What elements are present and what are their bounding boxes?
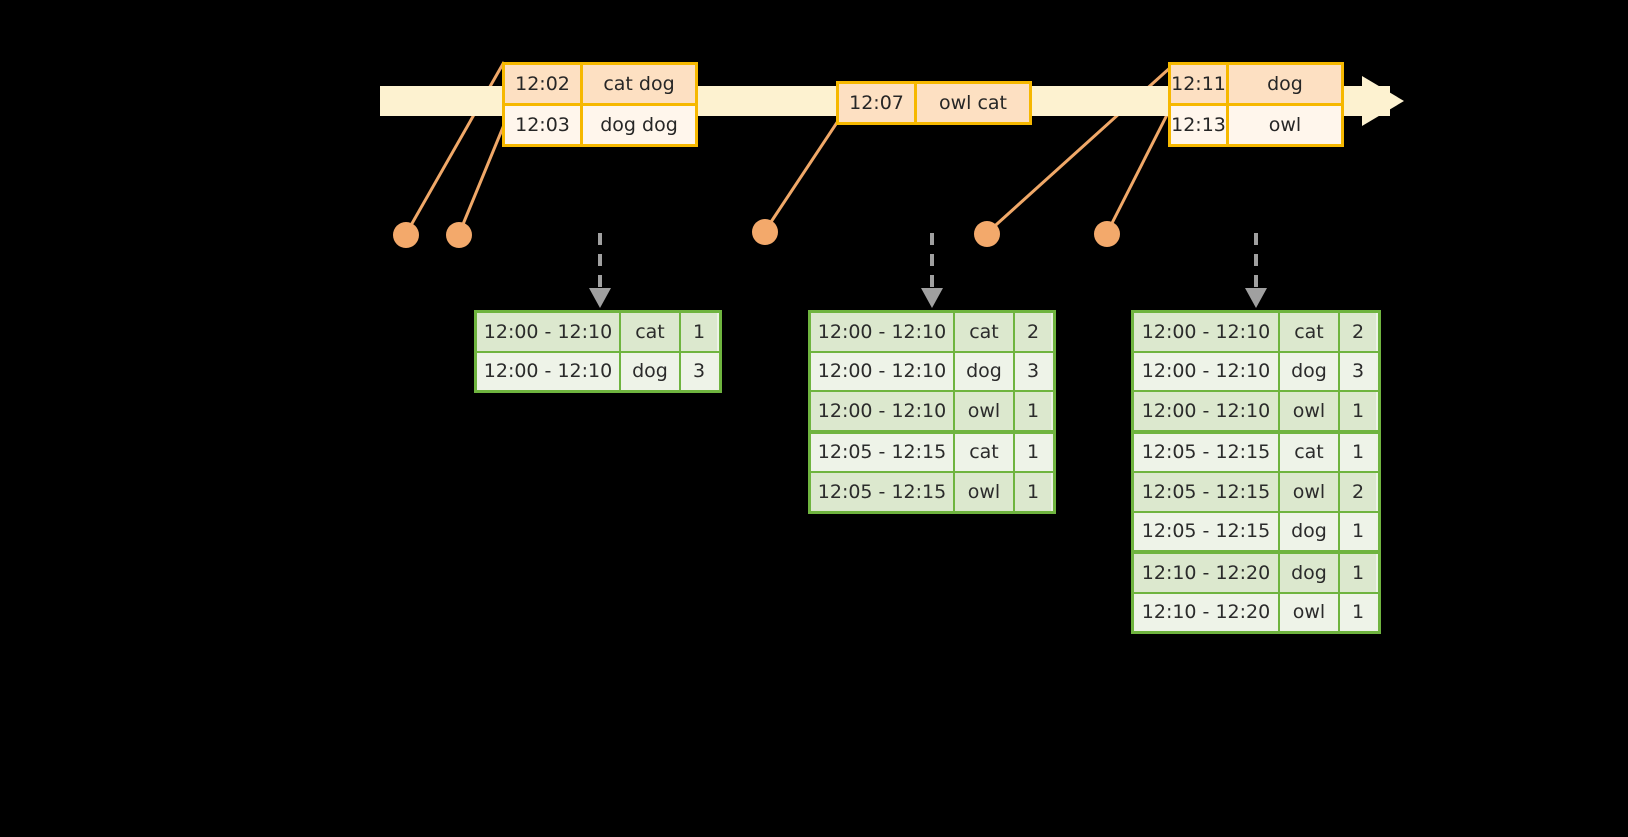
count-cell: 1 xyxy=(681,313,717,351)
count-cell: 1 xyxy=(1340,593,1376,631)
window-cell: 12:10 - 12:20 xyxy=(1134,554,1280,592)
key-cell: dog xyxy=(621,352,681,390)
window-cell: 12:00 - 12:10 xyxy=(1134,313,1280,351)
down-arrow-2 xyxy=(921,233,943,308)
down-arrow-1 xyxy=(589,233,611,308)
key-cell: cat xyxy=(955,313,1015,351)
key-cell: cat xyxy=(1280,313,1340,351)
window-cell: 12:00 - 12:10 xyxy=(811,352,955,390)
window-cell: 12:05 - 12:15 xyxy=(1134,512,1280,550)
event-payload: dog xyxy=(1229,65,1341,103)
timeline-arrowhead-icon xyxy=(1362,76,1404,126)
event-row[interactable]: 12:11 dog xyxy=(1171,65,1341,103)
window-cell: 12:05 - 12:15 xyxy=(1134,473,1280,511)
window-cell: 12:00 - 12:10 xyxy=(811,392,955,430)
connector-line-2 xyxy=(457,119,508,235)
event-time: 12:13 xyxy=(1171,106,1229,144)
event-row[interactable]: 12:13 owl xyxy=(1171,103,1341,144)
count-cell: 1 xyxy=(1015,392,1051,430)
window-cell: 12:05 - 12:15 xyxy=(811,433,955,471)
key-cell: owl xyxy=(1280,392,1340,430)
window-cell: 12:05 - 12:15 xyxy=(811,473,955,511)
count-cell: 3 xyxy=(1015,352,1051,390)
event-payload: dog dog xyxy=(583,106,695,144)
event-box-group-1[interactable]: 12:02 cat dog 12:03 dog dog xyxy=(502,62,698,147)
window-cell: 12:00 - 12:10 xyxy=(1134,392,1280,430)
event-dot-5 xyxy=(1094,221,1120,247)
count-cell: 1 xyxy=(1340,554,1376,592)
key-cell: owl xyxy=(955,473,1015,511)
key-cell: owl xyxy=(955,392,1015,430)
key-cell: owl xyxy=(1280,473,1340,511)
window-cell: 12:00 - 12:10 xyxy=(477,313,621,351)
key-cell: cat xyxy=(621,313,681,351)
event-row[interactable]: 12:02 cat dog xyxy=(505,65,695,103)
event-time: 12:11 xyxy=(1171,65,1229,103)
connector-line-3 xyxy=(763,117,842,232)
window-cell: 12:10 - 12:20 xyxy=(1134,593,1280,631)
down-arrow-3 xyxy=(1245,233,1267,308)
event-time: 12:02 xyxy=(505,65,583,103)
connector-line-5 xyxy=(1105,104,1174,234)
count-cell: 1 xyxy=(1340,433,1376,471)
count-cell: 2 xyxy=(1015,313,1051,351)
window-cell: 12:05 - 12:15 xyxy=(1134,433,1280,471)
event-payload: owl cat xyxy=(917,84,1029,122)
event-payload: cat dog xyxy=(583,65,695,103)
event-time: 12:07 xyxy=(839,84,917,122)
window-cell: 12:00 - 12:10 xyxy=(1134,352,1280,390)
count-cell: 1 xyxy=(1015,473,1051,511)
key-cell: owl xyxy=(1280,593,1340,631)
count-cell: 1 xyxy=(1340,392,1376,430)
event-dot-2 xyxy=(446,222,472,248)
window-cell: 12:00 - 12:10 xyxy=(477,352,621,390)
event-dot-4 xyxy=(974,221,1000,247)
count-cell: 3 xyxy=(1340,352,1376,390)
count-cell: 1 xyxy=(1340,512,1376,550)
event-time: 12:03 xyxy=(505,106,583,144)
key-cell: dog xyxy=(1280,352,1340,390)
event-box-group-3[interactable]: 12:11 dog 12:13 owl xyxy=(1168,62,1344,147)
event-payload: owl xyxy=(1229,106,1341,144)
count-cell: 1 xyxy=(1015,433,1051,471)
window-cell: 12:00 - 12:10 xyxy=(811,313,955,351)
event-row[interactable]: 12:07 owl cat xyxy=(839,84,1029,122)
key-cell: cat xyxy=(1280,433,1340,471)
key-cell: dog xyxy=(1280,554,1340,592)
event-box-group-2[interactable]: 12:07 owl cat xyxy=(836,81,1032,125)
count-cell: 2 xyxy=(1340,313,1376,351)
count-cell: 2 xyxy=(1340,473,1376,511)
key-cell: dog xyxy=(955,352,1015,390)
key-cell: dog xyxy=(1280,512,1340,550)
event-row[interactable]: 12:03 dog dog xyxy=(505,103,695,144)
key-cell: cat xyxy=(955,433,1015,471)
event-dot-3 xyxy=(752,219,778,245)
event-dot-1 xyxy=(393,222,419,248)
count-cell: 3 xyxy=(681,352,717,390)
